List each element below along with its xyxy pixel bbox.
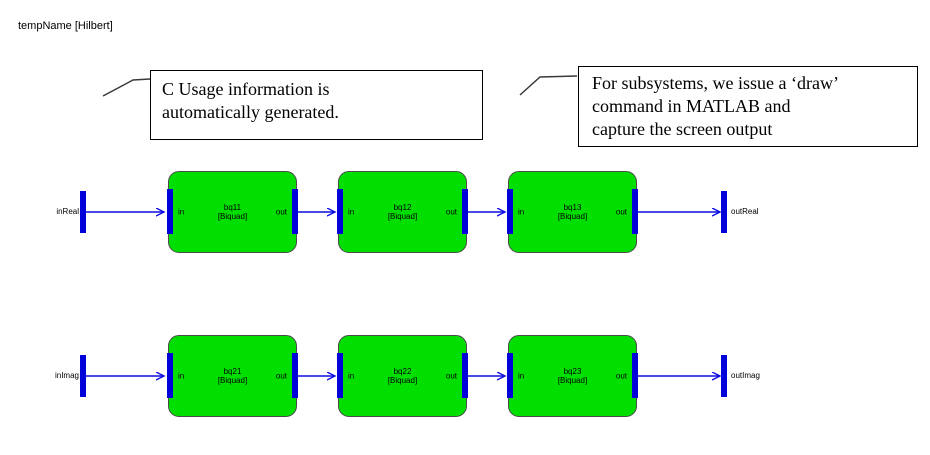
annotation-box-c-usage[interactable]: C Usage information is automatically gen… [150, 70, 483, 140]
input-port-bar[interactable] [507, 353, 513, 398]
block-type: [Biquad] [557, 212, 588, 221]
block-caption: bq11 [Biquad] [169, 203, 296, 221]
output-port-bar[interactable] [462, 189, 468, 234]
port-label-out: out [615, 371, 627, 381]
port-label-in: in [178, 207, 185, 217]
port-label-out: out [275, 207, 287, 217]
input-port-bar[interactable] [507, 189, 513, 234]
output-port-bar[interactable] [632, 353, 638, 398]
input-label-real: inReal [56, 207, 79, 216]
port-label-in: in [518, 207, 525, 217]
port-label-in: in [348, 207, 355, 217]
block-type: [Biquad] [557, 376, 588, 385]
output-port-marker-imag[interactable] [721, 355, 727, 397]
input-port-bar[interactable] [337, 353, 343, 398]
block-bq21[interactable]: in out bq21 [Biquad] [167, 335, 298, 417]
input-port-marker-real[interactable] [80, 191, 86, 233]
port-label-in: in [348, 371, 355, 381]
block-name: bq23 [563, 367, 582, 376]
block-bq13[interactable]: in out bq13 [Biquad] [507, 171, 638, 253]
annotation-box-subsystems[interactable]: For subsystems, we issue a ‘draw’ comman… [578, 66, 918, 147]
output-port-bar[interactable] [462, 353, 468, 398]
output-port-bar[interactable] [632, 189, 638, 234]
input-port-bar[interactable] [167, 189, 173, 234]
block-name: bq12 [393, 203, 412, 212]
block-name: bq21 [223, 367, 242, 376]
input-label-imag: inImag [54, 371, 79, 380]
annotation-line: For subsystems, we issue a ‘draw’ [592, 73, 839, 93]
port-label-out: out [445, 371, 457, 381]
block-caption: bq21 [Biquad] [169, 367, 296, 385]
block-type: [Biquad] [387, 212, 418, 221]
block-name: bq22 [393, 367, 412, 376]
annotation-line: capture the screen output [592, 119, 773, 139]
input-port-marker-imag[interactable] [80, 355, 86, 397]
block-caption: bq13 [Biquad] [509, 203, 636, 221]
annotation-line: C Usage information is [162, 79, 330, 99]
port-label-in: in [518, 371, 525, 381]
callout-line-2 [519, 75, 578, 96]
block-type: [Biquad] [217, 212, 248, 221]
block-name: bq11 [223, 203, 242, 212]
output-label-real: outReal [731, 207, 759, 216]
block-bq22[interactable]: in out bq22 [Biquad] [337, 335, 468, 417]
block-caption: bq12 [Biquad] [339, 203, 466, 221]
block-type: [Biquad] [387, 376, 418, 385]
model-title: tempName [Hilbert] [18, 20, 113, 32]
port-label-out: out [615, 207, 627, 217]
port-label-in: in [178, 371, 185, 381]
input-port-bar[interactable] [337, 189, 343, 234]
output-port-marker-real[interactable] [721, 191, 727, 233]
annotation-line: command in MATLAB and [592, 96, 791, 116]
output-port-bar[interactable] [292, 353, 298, 398]
port-label-out: out [275, 371, 287, 381]
annotation-line: automatically generated. [162, 102, 339, 122]
callout-line-1 [102, 78, 151, 97]
output-port-bar[interactable] [292, 189, 298, 234]
block-bq12[interactable]: in out bq12 [Biquad] [337, 171, 468, 253]
output-label-imag: outImag [731, 371, 760, 380]
block-name: bq13 [563, 203, 582, 212]
block-caption: bq22 [Biquad] [339, 367, 466, 385]
block-bq23[interactable]: in out bq23 [Biquad] [507, 335, 638, 417]
input-port-bar[interactable] [167, 353, 173, 398]
block-type: [Biquad] [217, 376, 248, 385]
block-bq11[interactable]: in out bq11 [Biquad] [167, 171, 298, 253]
port-label-out: out [445, 207, 457, 217]
block-caption: bq23 [Biquad] [509, 367, 636, 385]
